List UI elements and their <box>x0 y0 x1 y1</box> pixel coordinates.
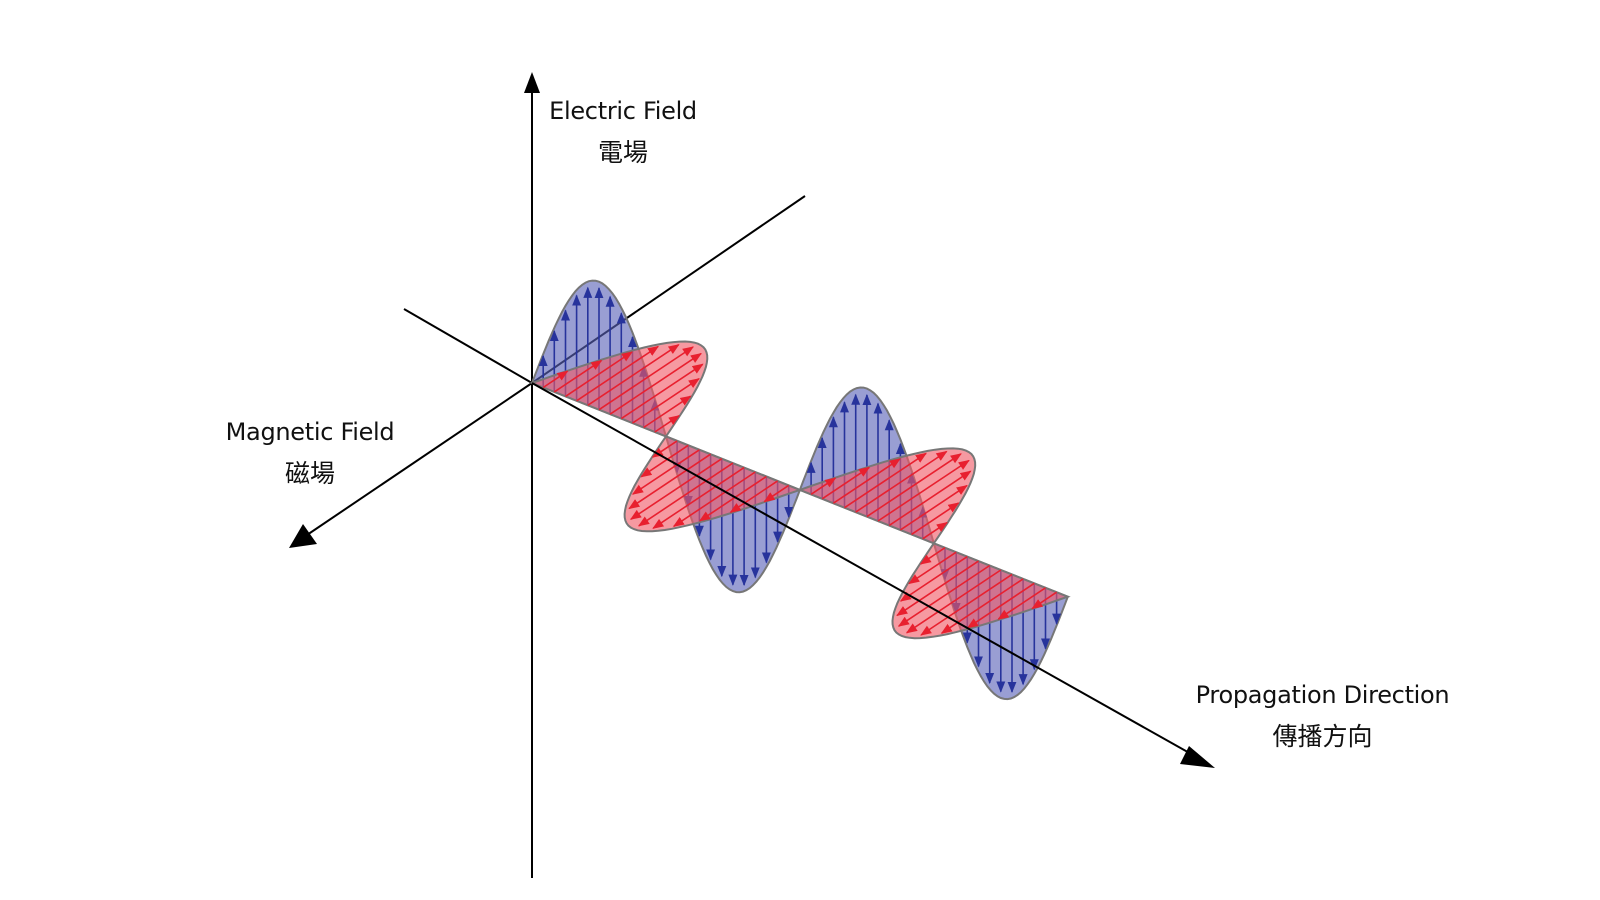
electric-field-label: Electric Field 電場 <box>538 97 708 169</box>
magnetic-wave-lobe-vector-arrow <box>654 415 681 433</box>
magnetic-wave-lobe-vector-arrow <box>553 359 603 393</box>
magnetic-axis-front <box>303 382 533 538</box>
magnetic-wave-lobe-vector-arrow <box>832 458 901 504</box>
propagation-axis-back <box>403 308 533 384</box>
propagation-direction-label-en: Propagation Direction <box>1195 681 1450 709</box>
magnetic-axis-arrowhead <box>289 524 317 548</box>
magnetic-wave-lobe-vector-arrow <box>888 470 972 527</box>
electric-axis-arrowhead <box>524 72 540 93</box>
electric-field-label-zh: 電場 <box>597 138 648 167</box>
magnetic-wave-lobe-vector-arrow <box>908 551 957 585</box>
magnetic-wave-lobe-vector-arrow <box>565 351 633 398</box>
magnetic-wave-lobe-vector-arrow <box>821 466 871 500</box>
magnetic-wave-lobe-vector-arrow <box>640 444 689 478</box>
magnetic-wave-lobe-vector-arrow <box>620 363 704 420</box>
magnetic-wave-lobe <box>891 542 1071 640</box>
electric-field-label-en: Electric Field <box>549 97 697 125</box>
magnetic-wave-lobe-vector-arrow <box>576 345 660 402</box>
propagation-direction-label: Propagation Direction 傳播方向 <box>1185 681 1460 753</box>
magnetic-wave-lobe-vector-arrow <box>652 466 745 529</box>
propagation-direction-label-zh: 傳播方向 <box>1272 722 1373 751</box>
propagation-axis-line <box>531 382 1194 756</box>
magnetic-wave-lobe-vector-arrow <box>609 352 702 415</box>
magnetic-wave-lobe-vector-arrow <box>637 462 734 527</box>
magnetic-wave-lobe-vector-arrow <box>866 453 962 518</box>
magnetic-field-label: Magnetic Field 磁場 <box>215 418 405 490</box>
magnetic-field-label-zh: 磁場 <box>284 459 335 488</box>
magnetic-wave-lobe-vector-arrow <box>542 370 569 389</box>
magnetic-wave-lobe-vector-arrow <box>698 475 767 522</box>
magnetic-field-label-en: Magnetic Field <box>225 418 395 446</box>
magnetic-wave-lobe-vector-arrow <box>763 484 790 503</box>
magnetic-wave-lobe-vector-arrow <box>896 560 979 617</box>
magnetic-wave-lobe-vector-arrow <box>632 378 700 424</box>
magnetic-wave-lobe-vector-arrow <box>810 477 837 495</box>
magnetic-wave-lobe-vector-arrow <box>629 458 723 520</box>
magnetic-wave-lobe-vector-arrow <box>587 344 680 406</box>
magnetic-wave-lobe-vector-arrow <box>877 459 970 522</box>
magnetic-wave-lobe-vector-arrow <box>844 452 927 509</box>
magnetic-wave-lobe-vector-arrow <box>905 569 1002 634</box>
propagation-axis <box>531 382 1215 768</box>
magnetic-wave-lobe-vector-arrow <box>643 395 692 429</box>
magnetic-wave-lobe-vector-arrow <box>997 587 1046 620</box>
magnetic-wave-lobe-vector-arrow <box>897 564 991 627</box>
magnetic-wave-lobe-vector-arrow <box>598 346 694 411</box>
magnetic-wave-lobe-vector-arrow <box>855 450 948 513</box>
magnetic-wave-lobe-vector-arrow <box>920 573 1013 636</box>
magnetic-wave-lobe-vector-arrow <box>919 547 946 565</box>
magnetic-wave-lobe-vector-arrow <box>899 484 968 531</box>
magnetic-wave-lobe <box>529 340 709 438</box>
magnetic-wave-lobe-vector-arrow <box>729 480 779 513</box>
magnetic-wave-lobe <box>797 447 977 545</box>
magnetic-wave-lobe-vector-arrow <box>911 502 960 536</box>
magnetic-wave-lobe-vector-arrow <box>966 582 1035 629</box>
magnetic-wave-lobe-vector-arrow <box>922 521 948 540</box>
magnetic-wave-lobe-vector-arrow <box>672 471 756 527</box>
propagation-axis-arrowhead <box>1180 746 1215 768</box>
magnetic-wave-lobe-vector-arrow <box>628 453 712 510</box>
wave-layers <box>529 279 1071 701</box>
magnetic-wave-lobe-vector-arrow <box>631 449 700 495</box>
magnetic-wave-lobe-vector-arrow <box>1031 591 1058 610</box>
magnetic-wave-lobe-vector-arrow <box>899 555 968 602</box>
magnetic-wave-lobe-vector-arrow <box>940 578 1024 634</box>
